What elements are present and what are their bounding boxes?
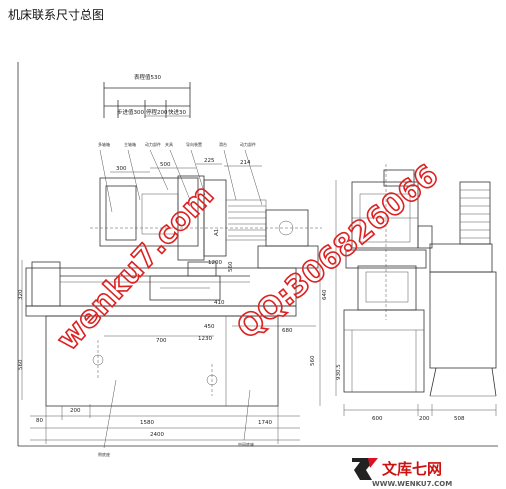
dim-h-mid: 560	[228, 261, 234, 272]
callout-label: 导向装置	[186, 141, 202, 147]
callout-label: 中间底座	[238, 441, 254, 447]
dim-300: 300	[116, 166, 127, 172]
dim-680: 680	[282, 328, 293, 334]
dim-600: 600	[372, 416, 383, 422]
dim-1230: 1230	[198, 336, 212, 342]
callout-label: 动力部件	[145, 141, 161, 147]
dim-200: 200	[70, 408, 81, 414]
dim-500: 500	[160, 162, 171, 168]
dim-450: 450	[204, 324, 215, 330]
callout-label: 滑台	[219, 141, 227, 147]
callout-label: 夹具	[165, 141, 173, 147]
dim-410: 410	[214, 300, 225, 306]
dim-1200: 1200	[208, 260, 222, 266]
dim-stop: 停程200	[146, 108, 168, 116]
dim-h320: 320	[18, 289, 24, 300]
dim-1740: 1740	[258, 420, 272, 426]
dim-spindle: A1	[214, 229, 220, 236]
callout-label: 动力部件	[240, 141, 256, 147]
callout-row-top: 多轴箱 主轴箱 动力部件 夹具 导向装置 滑台 动力部件	[98, 141, 263, 213]
dim-200-side: 200	[419, 416, 430, 422]
dim-700: 700	[156, 338, 167, 344]
dim-2400: 2400	[150, 432, 164, 438]
callout-label: 多轴箱	[98, 141, 110, 147]
callout-label: 主轴箱	[124, 141, 136, 147]
dim-80: 80	[36, 418, 43, 424]
dim-h560: 560	[18, 359, 24, 370]
logo-cn-text: 文库七网	[382, 460, 442, 478]
site-logo: 文库七网 WWW.WENKU7.COM	[352, 458, 452, 488]
dim-total-stroke: 表程值530	[134, 73, 161, 81]
dim-h640: 640	[322, 289, 328, 300]
dim-rapid: 快进30	[168, 108, 186, 116]
stroke-diagram: 表程值530 步进值300 停程200 快进30	[103, 73, 191, 118]
dim-h560c: 560	[310, 355, 316, 366]
dim-214: 214	[240, 160, 251, 166]
dim-1580: 1580	[140, 420, 154, 426]
logo-url-text: WWW.WENKU7.COM	[372, 480, 452, 488]
side-view: 930.5 600 200 508	[335, 164, 497, 422]
callout-label: 侧底座	[98, 451, 110, 457]
watermark-contact: QQ:306826066	[231, 158, 446, 346]
dim-h930: 930.5	[336, 364, 342, 380]
dim-508: 508	[454, 416, 465, 422]
page-title: 机床联系尺寸总图	[8, 8, 105, 22]
front-view: 300 500 225 214 410 700 450 1230 680 120…	[18, 158, 328, 457]
dim-step: 步进值300	[117, 108, 144, 116]
dim-225: 225	[204, 158, 215, 164]
